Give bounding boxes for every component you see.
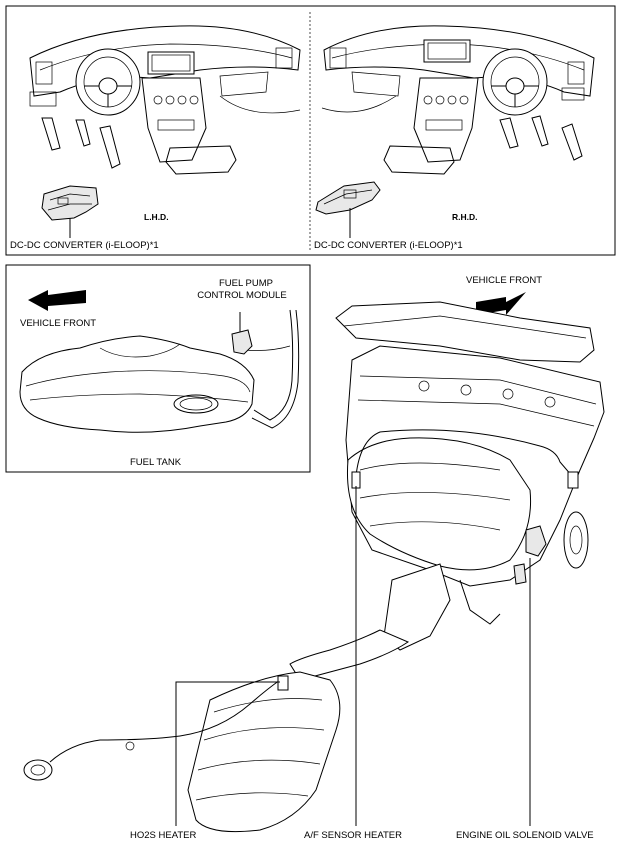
rhd-dcdc-converter-label: DC-DC CONVERTER (i-ELOOP)*1 <box>314 240 463 251</box>
fuel-tank-label: FUEL TANK <box>130 457 182 468</box>
fuel-tank-drawing <box>19 309 300 433</box>
lhd-dcdc-converter-label: DC-DC CONVERTER (i-ELOOP)*1 <box>10 240 159 251</box>
rhd-dashboard-drawing <box>321 25 595 175</box>
lhd-dcdc-converter-drawing <box>41 185 99 238</box>
lhd-label: L.H.D. <box>144 212 169 222</box>
engine-vehicle-front-label: VEHICLE FRONT <box>466 275 543 286</box>
vehicle-front-arrow-icon <box>28 290 86 311</box>
leader-lines <box>175 486 531 826</box>
fuel-pump-label-line1: FUEL PUMP <box>218 278 274 289</box>
af-sensor-heater-label: A/F SENSOR HEATER <box>304 830 403 841</box>
vehicle-front-arrow-icon <box>476 292 526 315</box>
rhd-label: R.H.D. <box>452 212 478 222</box>
engine-drawing <box>335 301 605 625</box>
ho2s-sensor-drawing <box>23 675 289 781</box>
fuel-pump-module-drawing <box>231 312 253 355</box>
top-frame <box>5 5 616 256</box>
fuel-tank-frame <box>5 264 311 473</box>
engine-oil-solenoid-label: ENGINE OIL SOLENOID VALVE <box>456 830 594 841</box>
lhd-dashboard-drawing <box>29 25 301 175</box>
fuel-pump-label-line2: CONTROL MODULE <box>197 290 287 301</box>
rhd-dcdc-converter-drawing <box>315 181 381 238</box>
tank-vehicle-front-label: VEHICLE FRONT <box>20 318 97 329</box>
catalytic-converter-drawing <box>187 563 451 833</box>
ho2s-heater-label: HO2S HEATER <box>130 830 197 841</box>
